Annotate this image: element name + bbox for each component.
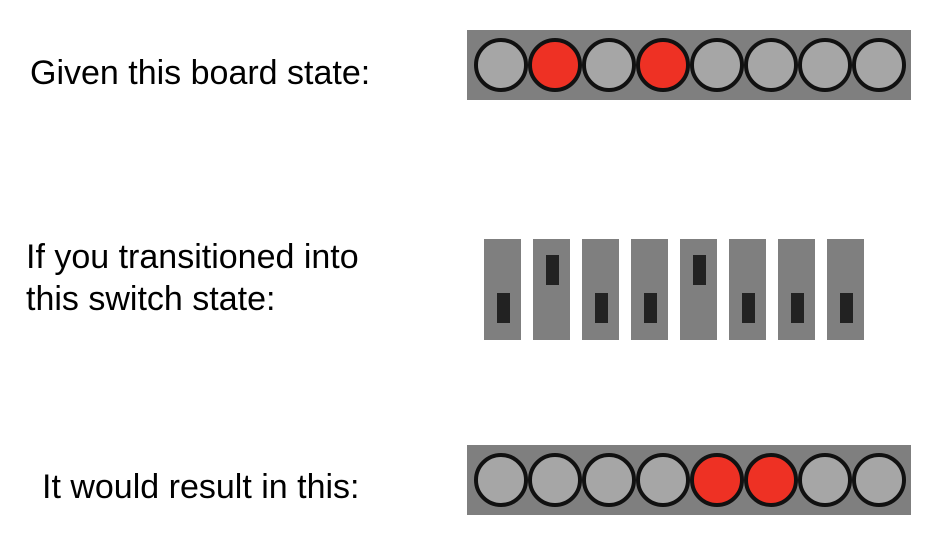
caption-result: It would result in this:	[42, 468, 360, 506]
switch-6-down	[729, 239, 766, 340]
initial-light-4-on	[636, 38, 690, 92]
initial-light-8-off	[852, 38, 906, 92]
switch-7-down	[778, 239, 815, 340]
switch-5-up	[680, 239, 717, 340]
initial-light-5-off	[690, 38, 744, 92]
switch-8-down	[827, 239, 864, 340]
initial-light-1-off	[474, 38, 528, 92]
switch-knob-8	[840, 293, 853, 323]
switch-knob-4	[644, 293, 657, 323]
result-light-7-off	[798, 453, 852, 507]
switch-knob-7	[791, 293, 804, 323]
initial-light-2-on	[528, 38, 582, 92]
switch-knob-5	[693, 255, 706, 285]
result-board	[467, 445, 911, 515]
switch-3-down	[582, 239, 619, 340]
result-light-6-on	[744, 453, 798, 507]
initial-light-6-off	[744, 38, 798, 92]
switch-4-down	[631, 239, 668, 340]
result-light-5-on	[690, 453, 744, 507]
caption-given-board: Given this board state:	[30, 54, 371, 92]
switch-knob-1	[497, 293, 510, 323]
result-light-1-off	[474, 453, 528, 507]
initial-board	[467, 30, 911, 100]
switch-2-up	[533, 239, 570, 340]
switch-1-down	[484, 239, 521, 340]
switch-row	[484, 239, 864, 340]
switch-knob-6	[742, 293, 755, 323]
switch-knob-2	[546, 255, 559, 285]
switch-knob-3	[595, 293, 608, 323]
result-light-8-off	[852, 453, 906, 507]
initial-light-3-off	[582, 38, 636, 92]
initial-light-7-off	[798, 38, 852, 92]
result-light-4-off	[636, 453, 690, 507]
caption-switch-state: If you transitioned into this switch sta…	[26, 238, 359, 318]
result-light-3-off	[582, 453, 636, 507]
result-light-2-off	[528, 453, 582, 507]
